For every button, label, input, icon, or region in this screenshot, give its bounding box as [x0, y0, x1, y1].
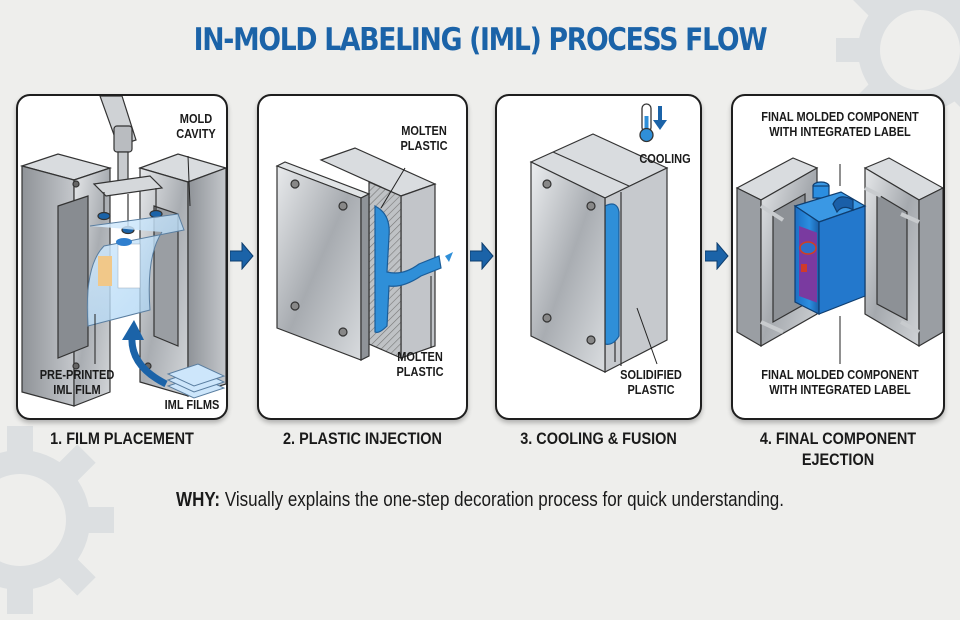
step-panel-final-ejection: FINAL MOLDED COMPONENT WITH INTEGRATED L…: [731, 94, 945, 420]
why-label: WHY:: [176, 489, 221, 511]
page-title: IN-MOLD LABELING (IML) PROCESS FLOW: [193, 22, 768, 58]
solidified-plastic: [604, 203, 620, 345]
cooling-fusion-illustration: [529, 103, 669, 373]
label-final-component-bottom: FINAL MOLDED COMPONENT WITH INTEGRATED L…: [761, 368, 919, 397]
step-panel-plastic-injection: MOLTEN PLASTIC MOLTEN PLASTIC: [257, 94, 468, 420]
why-footnote: WHY: Visually explains the one-step deco…: [72, 489, 888, 512]
step-caption-1: 1. FILM PLACEMENT: [50, 429, 194, 448]
step-caption-4: 4. FINAL COMPONENT EJECTION: [759, 429, 917, 469]
insert-arrow-icon: [128, 335, 168, 388]
label-cooling: COOLING: [639, 152, 691, 166]
why-text: Visually explains the one-step decoratio…: [220, 489, 784, 511]
step-caption-2: 2. PLASTIC INJECTION: [283, 429, 442, 448]
left-mold-half: [19, 153, 113, 407]
plastic-injection-illustration: [275, 147, 453, 361]
label-mold-cavity: MOLD CAVITY: [176, 112, 216, 141]
thermometer-icon: [639, 103, 654, 143]
film-stack-icon: [166, 363, 226, 399]
background-gear-icon: [836, 0, 960, 134]
step-panel-cooling-fusion: COOLING SOLIDIFIED PLASTIC: [495, 94, 702, 420]
flow-arrow-icon: [470, 242, 494, 270]
final-ejection-illustration: [735, 157, 943, 364]
flow-arrow-icon: [705, 242, 729, 270]
label-solidified-plastic: SOLIDIFIED PLASTIC: [620, 368, 682, 397]
background-gear-icon: [0, 426, 114, 614]
label-molten-plastic-top: MOLTEN PLASTIC: [400, 124, 448, 153]
step-caption-3: 3. COOLING & FUSION: [520, 429, 677, 448]
jerry-can-icon: [793, 181, 867, 315]
label-molten-plastic-bottom: MOLTEN PLASTIC: [396, 350, 444, 379]
step-panel-film-placement: MOLD CAVITY PRE-PRINTED IML FILM IML FIL…: [16, 94, 228, 420]
label-iml-films: IML FILMS: [164, 398, 220, 412]
iml-film: [86, 213, 185, 327]
flow-arrow-icon: [230, 242, 254, 270]
molten-plastic: [374, 205, 442, 333]
robot-arm-icon: [92, 96, 164, 235]
label-pre-printed-film: PRE-PRINTED IML FILM: [39, 368, 115, 397]
label-final-component-top: FINAL MOLDED COMPONENT WITH INTEGRATED L…: [761, 110, 919, 139]
film-placement-illustration: [19, 96, 226, 407]
arrow-down-icon: [653, 106, 667, 130]
